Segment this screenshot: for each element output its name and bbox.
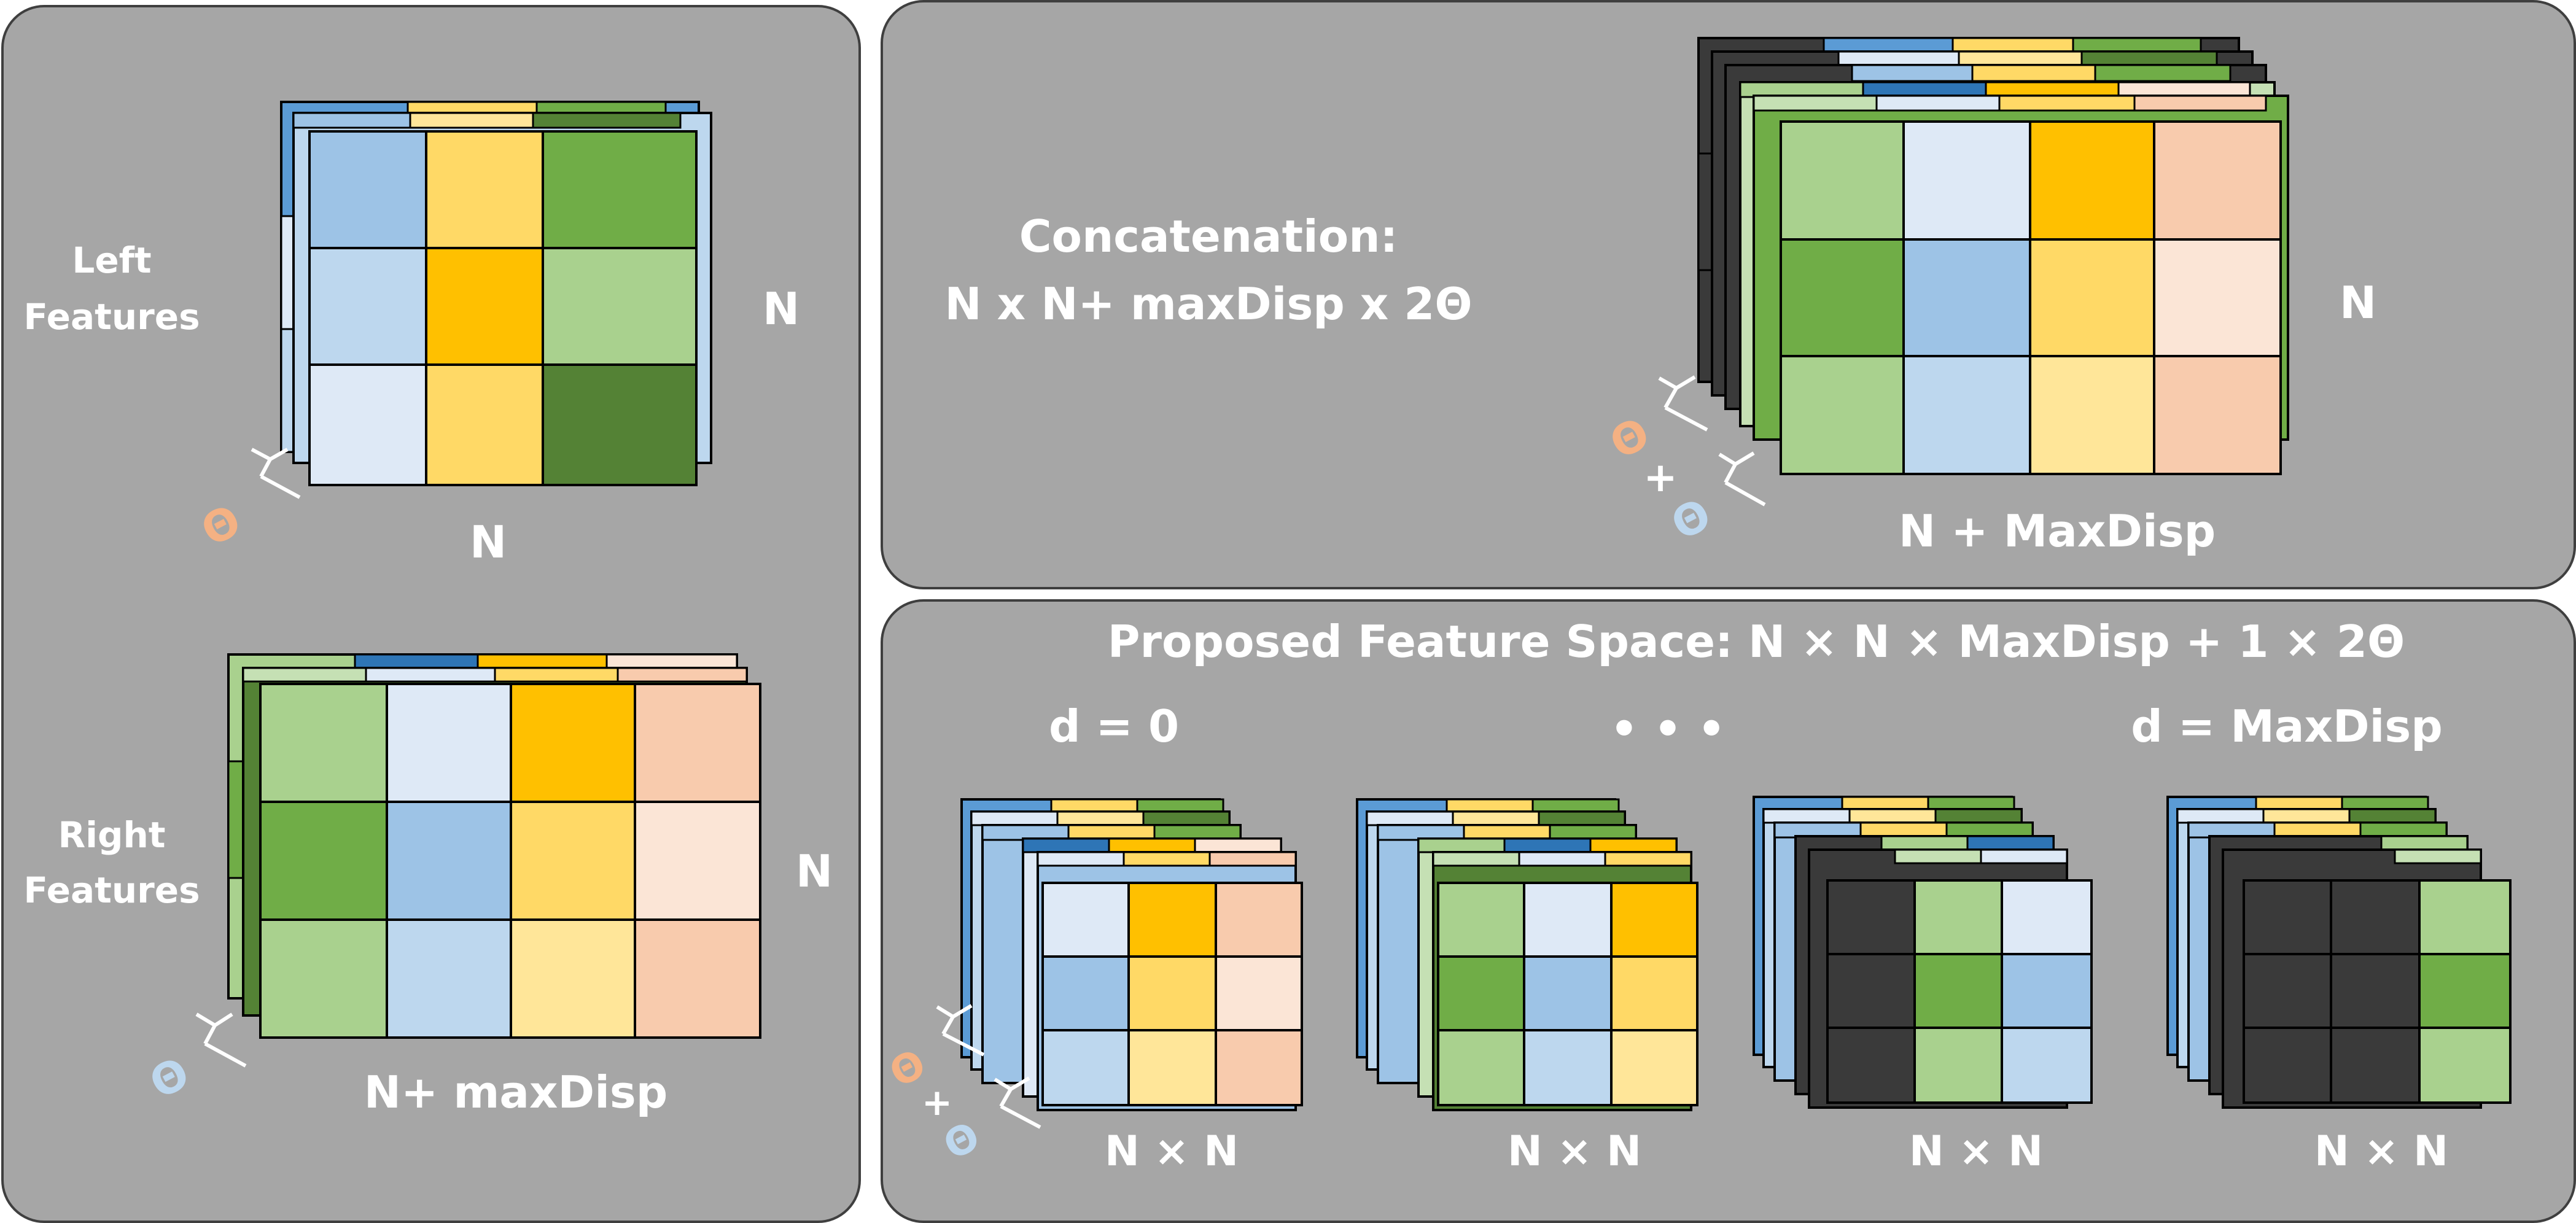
concat-blue-bracket (1718, 451, 1766, 507)
left-features-height-label: N (763, 283, 800, 335)
left-theta-icon: Θ (193, 495, 249, 556)
block2-size-label: N × N (1508, 1127, 1641, 1176)
right-features-label-line1: Right (58, 814, 165, 856)
concatenation-title-line2: N x N+ maxDisp x 2Θ (944, 278, 1472, 330)
concat-height-label: N (2340, 277, 2376, 328)
left-features-tensor (280, 101, 712, 486)
right-features-label-line2: Features (23, 869, 200, 911)
right-depth-bracket (195, 1012, 247, 1068)
concatenated-tensor (1697, 37, 2289, 475)
d-start-label: d = 0 (1049, 701, 1179, 752)
disparity-block-d1 (1356, 798, 1699, 1111)
left-features-label-line1: Left (72, 239, 151, 281)
concat-width-label: N + MaxDisp (1899, 505, 2216, 557)
block4-size-label: N × N (2314, 1127, 2448, 1176)
right-theta-icon: Θ (141, 1047, 197, 1109)
right-features-tensor (227, 653, 761, 1039)
left-depth-bracket (251, 448, 301, 499)
right-features-width-label: N+ maxDisp (364, 1066, 668, 1118)
block1-plus-sign: + (922, 1081, 952, 1124)
concat-plus-sign: + (1643, 454, 1677, 501)
ellipsis: • • • (1610, 703, 1726, 755)
right-features-height-label: N (796, 845, 833, 897)
d-end-label: d = MaxDisp (2131, 701, 2443, 752)
disparity-block-d0 (960, 798, 1303, 1111)
block3-size-label: N × N (1909, 1127, 2043, 1176)
left-features-label-line2: Features (23, 296, 200, 338)
block1-size-label: N × N (1105, 1127, 1239, 1176)
left-features-width-label: N (470, 516, 507, 568)
disparity-block-d2 (1753, 796, 2093, 1109)
concatenation-title-line1: Concatenation: (1019, 211, 1398, 262)
disparity-block-dmax (2166, 796, 2512, 1109)
concat-orange-bracket (1658, 375, 1708, 432)
proposed-title: Proposed Feature Space: N × N × MaxDisp … (1108, 616, 2405, 667)
block1-orange-bracket (936, 1004, 985, 1057)
block1-blue-bracket (994, 1076, 1041, 1129)
